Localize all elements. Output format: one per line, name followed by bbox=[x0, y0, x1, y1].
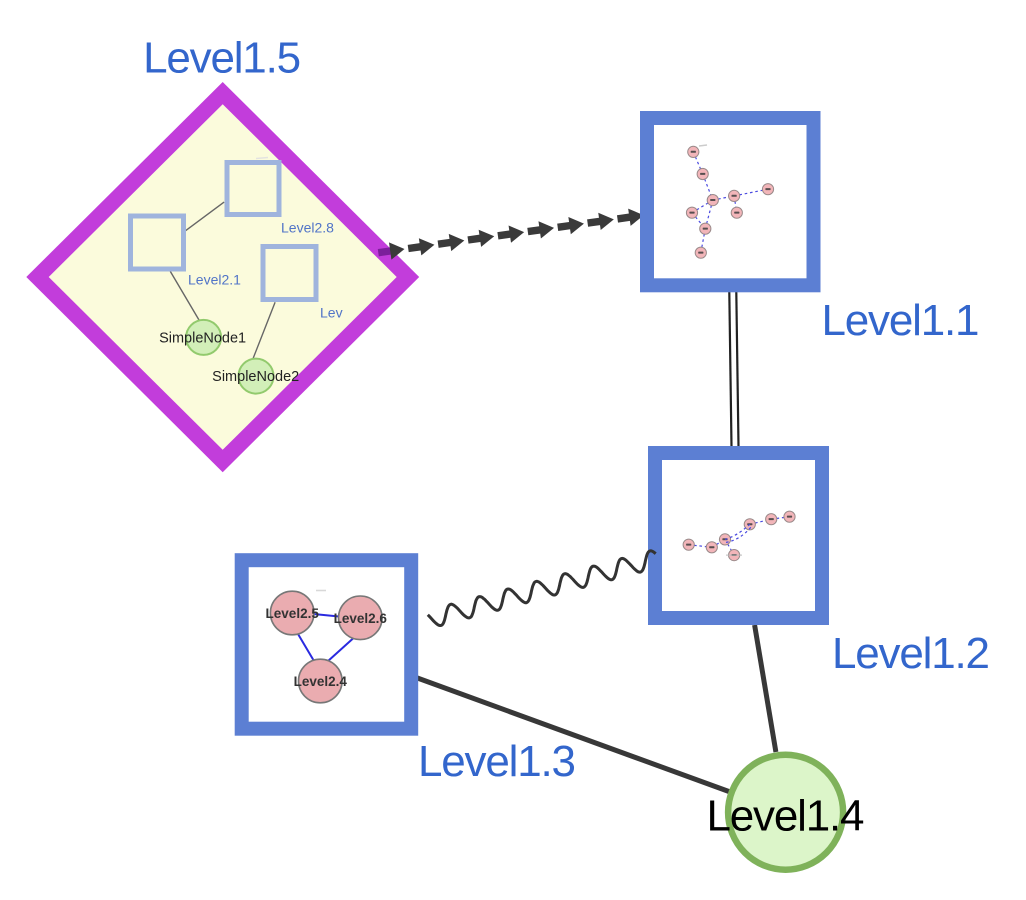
svg-text:Level1.3: Level1.3 bbox=[418, 737, 575, 786]
svg-text:Level1.2: Level1.2 bbox=[832, 629, 989, 678]
svg-text:Level1.5: Level1.5 bbox=[143, 34, 300, 83]
svg-text:Level2.5: Level2.5 bbox=[266, 606, 320, 621]
svg-text:Level2.1: Level2.1 bbox=[188, 272, 241, 288]
svg-text:Level2.6: Level2.6 bbox=[334, 611, 388, 626]
svg-text:Level2.4: Level2.4 bbox=[294, 674, 348, 689]
svg-text:SimpleNode1: SimpleNode1 bbox=[159, 330, 246, 346]
svg-text:Level1.1: Level1.1 bbox=[822, 296, 979, 345]
svg-text:Lev: Lev bbox=[320, 305, 343, 321]
svg-text:Level1.4: Level1.4 bbox=[707, 792, 864, 841]
svg-text:SimpleNode2: SimpleNode2 bbox=[212, 369, 299, 385]
svg-text:Level2.8: Level2.8 bbox=[281, 220, 334, 236]
